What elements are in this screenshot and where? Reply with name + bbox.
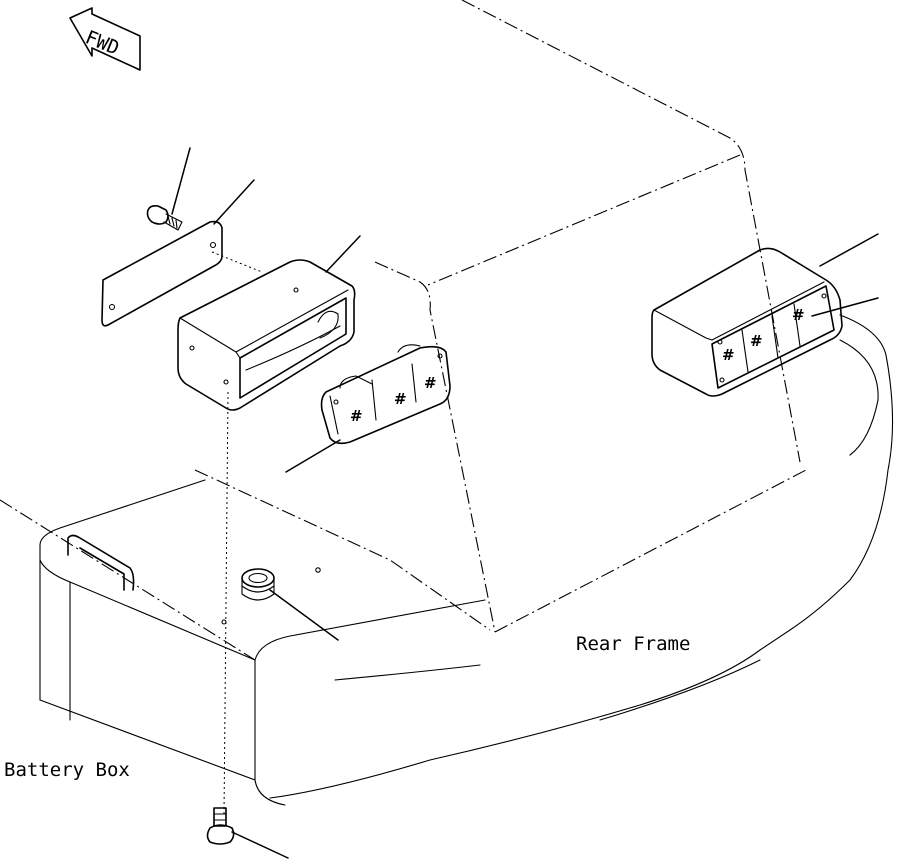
left-lamp-mark-2: # (394, 390, 407, 408)
left-lamp-mark-1: # (350, 407, 363, 425)
grommet-icon (241, 568, 275, 601)
right-lamp-mark-1: # (722, 346, 735, 364)
rear-frame: Rear Frame (269, 0, 894, 799)
mounting-plate (101, 220, 263, 327)
rear-frame-label: Rear Frame (576, 633, 690, 655)
battery-box-label: Battery Box (4, 759, 130, 781)
fwd-arrow-icon: FWD (69, 7, 141, 71)
left-lamp: # # # (320, 344, 451, 445)
bolt-top-icon (146, 205, 183, 231)
leader-lines (171, 147, 879, 859)
right-lamp-mark-2: # (750, 332, 763, 350)
left-lamp-housing (177, 259, 356, 816)
right-lamp-housing: # # # (651, 247, 843, 397)
right-lamp-mark-3: # (792, 306, 805, 324)
bolt-bottom-icon (206, 807, 235, 845)
fwd-label: FWD (82, 26, 122, 59)
battery-box: Battery Box (0, 469, 491, 806)
left-lamp-mark-3: # (424, 374, 437, 392)
